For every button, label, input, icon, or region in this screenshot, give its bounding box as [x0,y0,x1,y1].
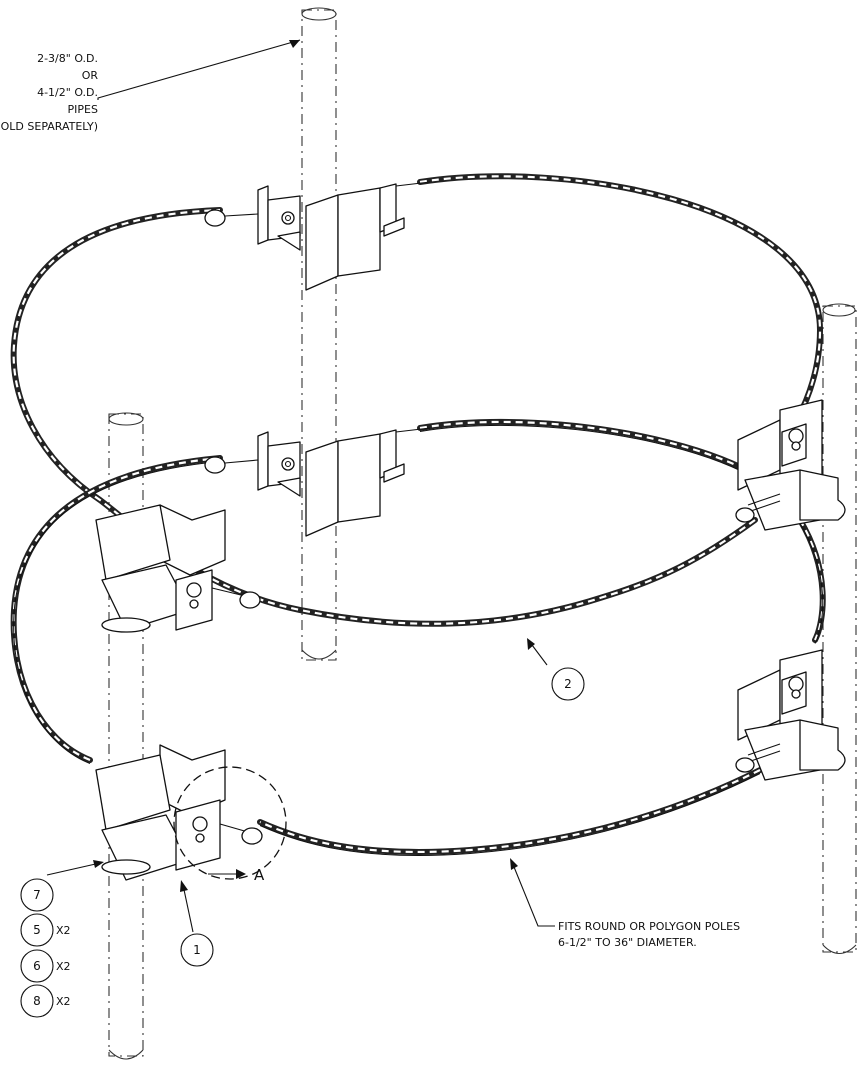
callout-number: 6 [33,959,41,973]
callout-number: 1 [193,943,201,957]
fits-note-line-1: FITS ROUND OR POLYGON POLES [558,920,740,933]
pipe-note-line-4: PIPES [68,103,98,116]
callout-number: 5 [33,923,41,937]
pipe-note-line-2: OR [82,69,99,82]
bracket-back-lower [204,427,431,537]
callout-2: 2 [551,667,585,701]
chain-lower [10,418,826,856]
pipe-note-line-3: 4-1/2" O.D. [37,86,98,99]
bracket-back-upper [204,181,431,291]
leader-lines [46,39,555,933]
callout-qty: X2 [56,924,71,937]
pipe-right [822,303,857,955]
callout-number: 8 [33,994,41,1008]
callout-number: 2 [564,677,572,691]
callout-1: 1 [180,933,214,967]
callout-qty: X2 [56,960,71,973]
callout-number: 7 [33,888,41,902]
fits-note: FITS ROUND OR POLYGON POLES 6-1/2" TO 36… [558,920,740,949]
fits-note-line-2: 6-1/2" TO 36" DIAMETER. [558,936,697,949]
pipe-note-line-5: (SOLD SEPARATELY) [0,120,98,133]
callout-qty: X2 [56,995,71,1008]
callout-5: 5 X2 [20,913,71,947]
bracket-left-lower [95,744,263,881]
pipe-note-line-1: 2-3/8" O.D. [37,52,98,65]
bracket-right-upper [735,399,846,531]
detail-a-label: A [254,866,265,884]
callout-7: 7 [20,878,54,912]
callout-8: 8 X2 [20,984,71,1018]
detail-a-marker: A [173,766,287,884]
pipe-back [301,7,337,661]
bracket-left-upper [95,504,261,633]
bracket-right-lower [735,649,846,781]
pipe-note: 2-3/8" O.D. OR 4-1/2" O.D. PIPES (SOLD S… [0,52,98,133]
callout-6: 6 X2 [20,949,71,983]
